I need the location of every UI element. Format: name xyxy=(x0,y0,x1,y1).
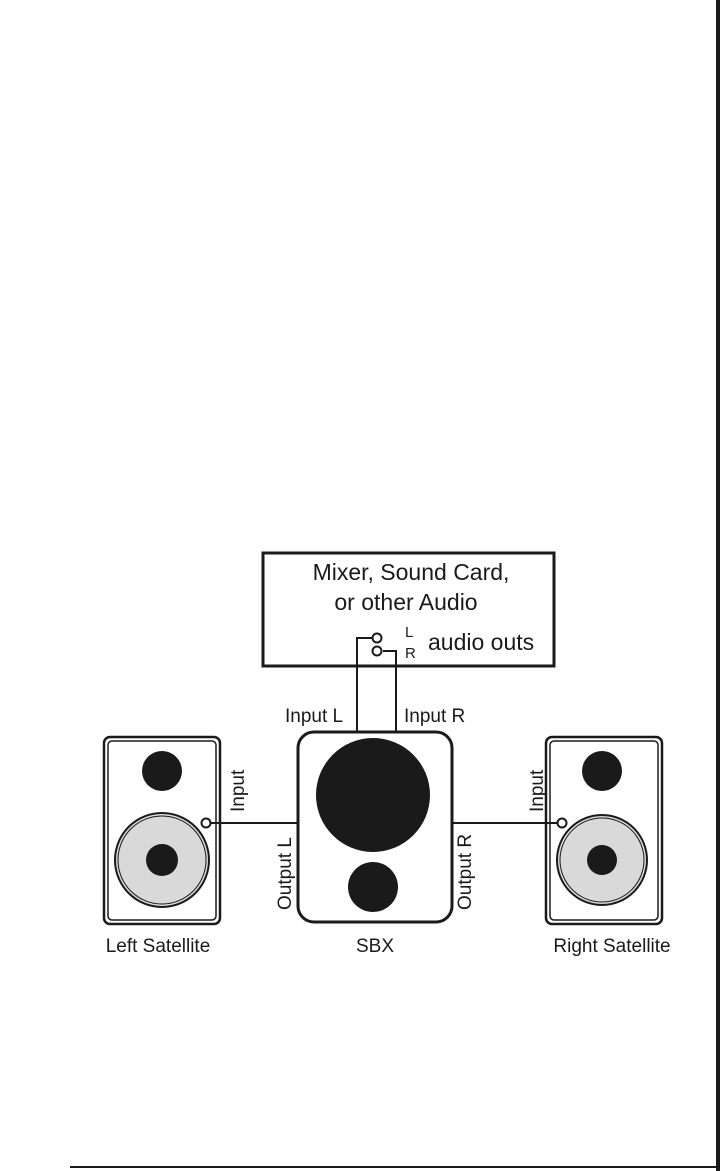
jack-label-r: R xyxy=(405,645,416,662)
left-satellite-input-label: Input xyxy=(228,769,249,812)
audio-source-title-line2: or other Audio xyxy=(334,589,477,615)
sbx-subwoofer: Output L Output R SBX xyxy=(275,732,476,957)
audio-outs-label: audio outs xyxy=(428,629,534,655)
sbx-input-r-label: Input R xyxy=(404,706,465,727)
jack-r-icon xyxy=(373,647,382,656)
sbx-output-l-label: Output L xyxy=(275,837,296,910)
audio-source-box: Mixer, Sound Card, or other Audio L R au… xyxy=(263,553,554,666)
cable-input-r xyxy=(383,651,396,732)
left-satellite: Input Left Satellite xyxy=(104,737,249,957)
sbx-port-icon xyxy=(348,862,398,912)
right-satellite-label: Right Satellite xyxy=(553,936,670,957)
jack-label-l: L xyxy=(405,624,413,641)
audio-source-title-line1: Mixer, Sound Card, xyxy=(313,559,510,585)
right-woofer-dustcap-icon xyxy=(587,845,617,875)
sbx-woofer-icon xyxy=(316,738,430,852)
cable-input-l xyxy=(357,638,372,732)
sbx-output-r-label: Output R xyxy=(455,834,476,910)
right-satellite-input-label: Input xyxy=(527,769,548,812)
sbx-input-l-label: Input L xyxy=(285,706,343,727)
input-cables xyxy=(357,634,396,733)
left-satellite-label: Left Satellite xyxy=(106,936,211,957)
right-satellite: Input Right Satellite xyxy=(527,737,671,957)
right-input-jack-icon xyxy=(558,819,567,828)
left-tweeter-icon xyxy=(142,751,182,791)
left-input-jack-icon xyxy=(202,819,211,828)
right-tweeter-icon xyxy=(582,751,622,791)
sbx-label: SBX xyxy=(356,936,394,957)
jack-l-icon xyxy=(373,634,382,643)
left-woofer-dustcap-icon xyxy=(146,844,178,876)
